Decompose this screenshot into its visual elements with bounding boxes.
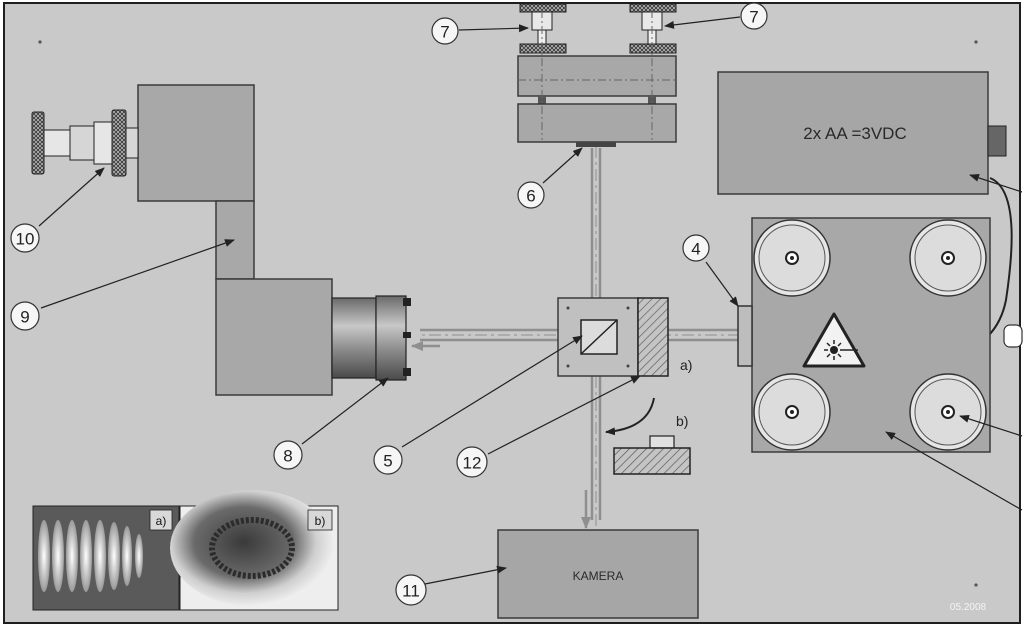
svg-text:6: 6 bbox=[526, 187, 535, 206]
test-object bbox=[576, 142, 616, 147]
date-stamp: 05.2008 bbox=[950, 602, 987, 613]
svg-text:7: 7 bbox=[440, 23, 449, 42]
leader-lines bbox=[38, 16, 1023, 585]
camera-label: KAMERA bbox=[573, 569, 624, 583]
mirror-alternate-position bbox=[613, 435, 691, 475]
object-holder-upper-block bbox=[517, 55, 677, 97]
callout-9: 9 bbox=[10, 301, 40, 331]
svg-text:4: 4 bbox=[691, 240, 700, 259]
adjustment-knob bbox=[909, 373, 987, 451]
mirror-swap-arrow bbox=[605, 397, 655, 436]
adjustment-knob bbox=[909, 219, 987, 297]
callout-4: 4 bbox=[682, 234, 710, 262]
laser-aperture-lens bbox=[737, 305, 753, 367]
callout-7-right: 7 bbox=[740, 2, 768, 30]
callout-6: 6 bbox=[517, 181, 545, 209]
svg-text:5: 5 bbox=[383, 452, 392, 471]
beam-splitter bbox=[557, 297, 639, 377]
adjustment-knob bbox=[753, 219, 831, 297]
battery-label: 2x AA =3VDC bbox=[803, 124, 906, 143]
adjusting-screw bbox=[31, 109, 139, 177]
object-holder bbox=[517, 3, 677, 147]
adjustment-knob bbox=[753, 373, 831, 451]
mirror-position-a-label: a) bbox=[680, 357, 692, 373]
svg-text:8: 8 bbox=[283, 447, 292, 466]
svg-text:9: 9 bbox=[20, 308, 29, 327]
callout-12: 12 bbox=[456, 446, 488, 478]
battery-box: 2x AA =3VDC bbox=[717, 71, 1007, 195]
mirror-position-b-label: b) bbox=[676, 413, 688, 429]
callout-8: 8 bbox=[273, 440, 303, 470]
inset-a-label: a) bbox=[156, 514, 167, 528]
edge-notch bbox=[1003, 324, 1023, 348]
callout-7-left: 7 bbox=[431, 17, 459, 45]
reference-mount bbox=[137, 84, 333, 396]
reference-mirror bbox=[637, 297, 669, 377]
object-holder-lower-block bbox=[517, 103, 677, 143]
svg-text:10: 10 bbox=[16, 230, 35, 249]
svg-text:12: 12 bbox=[463, 454, 482, 473]
inset-b-label: b) bbox=[315, 514, 326, 528]
callout-10: 10 bbox=[10, 223, 40, 253]
inset-image-b: b) bbox=[170, 490, 339, 611]
battery-cable bbox=[987, 177, 1013, 337]
reference-lens-barrel bbox=[331, 295, 411, 381]
callout-11: 11 bbox=[395, 574, 427, 606]
callout-5: 5 bbox=[373, 445, 403, 475]
laser-warning-icon bbox=[802, 312, 866, 368]
svg-text:11: 11 bbox=[402, 582, 420, 601]
camera: KAMERA bbox=[497, 529, 699, 619]
battery-switch bbox=[987, 125, 1007, 157]
inset-image-a: a) bbox=[32, 505, 180, 611]
svg-text:7: 7 bbox=[749, 8, 758, 27]
laser-module bbox=[751, 217, 991, 453]
